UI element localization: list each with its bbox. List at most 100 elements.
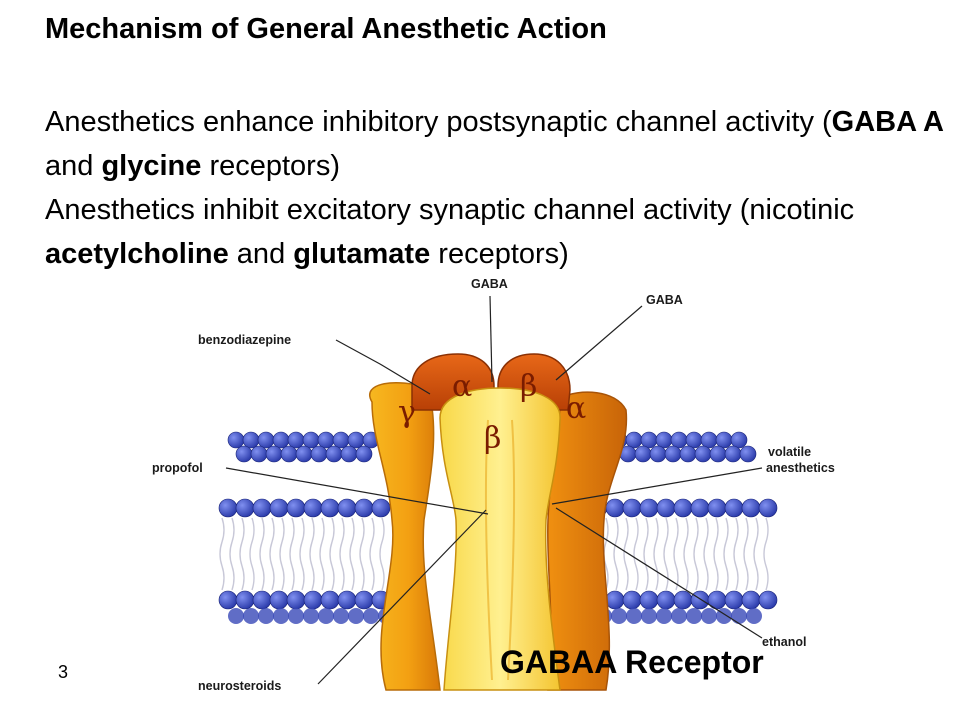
lipid-head [622, 590, 642, 610]
lipid-head [656, 590, 676, 610]
channel-pore-highlight [484, 419, 493, 681]
label-gaba-top: GABA [471, 277, 508, 291]
lipid-head [605, 590, 625, 610]
lipid-head [686, 608, 702, 624]
lipid-head [371, 498, 391, 518]
lipid-tail [379, 517, 385, 591]
lipid-tail [753, 517, 759, 591]
lipid-head [664, 445, 682, 463]
lipid-tail [673, 517, 679, 591]
lipid-head [340, 445, 358, 463]
lipid-head [707, 498, 727, 518]
lipid-head [694, 445, 712, 463]
lipid-head [348, 608, 364, 624]
lipid-head [724, 445, 742, 463]
lipid-head [235, 498, 255, 518]
label-ethanol: ethanol [762, 635, 806, 649]
subunit-label-alpha-left: α [452, 369, 472, 404]
lipid-head [235, 590, 255, 610]
text-run: and [45, 150, 102, 182]
lipid-tail [733, 517, 739, 591]
lipid-head [337, 498, 357, 518]
lipid-head [741, 498, 761, 518]
lipid-head [724, 498, 744, 518]
leader-gaba-top [489, 295, 493, 383]
lipid-head [228, 608, 244, 624]
lipid-tail [359, 517, 365, 591]
text-run: Anesthetics enhance inhibitory postsynap… [45, 106, 832, 138]
lipid-head [310, 445, 328, 463]
lipid-head [258, 608, 274, 624]
subunit-label-gamma: γ [398, 395, 416, 430]
lipid-tail [289, 517, 295, 591]
slide-body: Anesthetics enhance inhibitory postsynap… [45, 100, 945, 276]
lipid-head [347, 431, 365, 449]
gabaa-receptor-diagram: α β γ α β GABA GABA benzodiazepine propo… [152, 277, 835, 693]
lipid-head [354, 498, 374, 518]
lipid-head [337, 590, 357, 610]
lipid-head [218, 590, 238, 610]
lipid-head [724, 590, 744, 610]
lipid-tail [643, 517, 649, 591]
lipid-head [746, 608, 762, 624]
lipid-head [701, 608, 717, 624]
lipid-head [303, 590, 323, 610]
lipid-head [700, 431, 718, 449]
text-run: receptors) [201, 150, 340, 182]
membrane-back-left [227, 431, 380, 463]
lipid-head [320, 590, 340, 610]
lipid-head [354, 590, 374, 610]
term-glutamate: glutamate [293, 238, 431, 270]
beta-subunit-front [439, 387, 561, 691]
lipid-head [605, 498, 625, 518]
lipid-tail [369, 517, 375, 591]
lipid-head [318, 608, 334, 624]
lipid-tail [319, 517, 325, 591]
lipid-head [626, 608, 642, 624]
leader-propofol [225, 467, 489, 515]
receptor-channel: α β γ α β [369, 353, 628, 691]
lipid-tail [329, 517, 335, 591]
lipid-head [235, 445, 253, 463]
lipid-tail [309, 517, 315, 591]
lipid-head [673, 498, 693, 518]
lipid-head [655, 431, 673, 449]
lipid-head [715, 431, 733, 449]
lipid-tail [703, 517, 709, 591]
lipid-tail [663, 517, 669, 591]
label-gaba-right: GABA [646, 293, 683, 307]
lipid-head [280, 445, 298, 463]
lipid-tail [249, 517, 255, 591]
subunit-label-alpha-right: α [566, 391, 586, 426]
lipid-head [670, 431, 688, 449]
lipid-head [332, 431, 350, 449]
subunit-label-beta-front: β [484, 421, 501, 456]
lipid-head [242, 431, 260, 449]
lipid-head [639, 498, 659, 518]
figure-caption: GABAA Receptor [500, 644, 764, 680]
lipid-head [709, 445, 727, 463]
lipid-head [273, 608, 289, 624]
label-volatile: volatile [768, 445, 811, 459]
slide-number: 3 [58, 662, 69, 682]
lipid-head [611, 608, 627, 624]
lipid-tail [763, 517, 769, 591]
lipid-head [252, 590, 272, 610]
lipid-head [758, 590, 778, 610]
lipid-bilayer [218, 431, 778, 624]
lipid-head [690, 590, 710, 610]
lipid-head [641, 608, 657, 624]
lipid-head [320, 498, 340, 518]
lipid-head [671, 608, 687, 624]
lipid-tail [349, 517, 355, 591]
lipid-tail [219, 517, 225, 591]
lipid-head [272, 431, 290, 449]
lipid-head [257, 431, 275, 449]
lipid-tail [653, 517, 659, 591]
lipid-tail [269, 517, 275, 591]
lipid-head [317, 431, 335, 449]
lipid-head [265, 445, 283, 463]
lipid-tail [693, 517, 699, 591]
lipid-head [363, 608, 379, 624]
lipid-tail [299, 517, 305, 591]
